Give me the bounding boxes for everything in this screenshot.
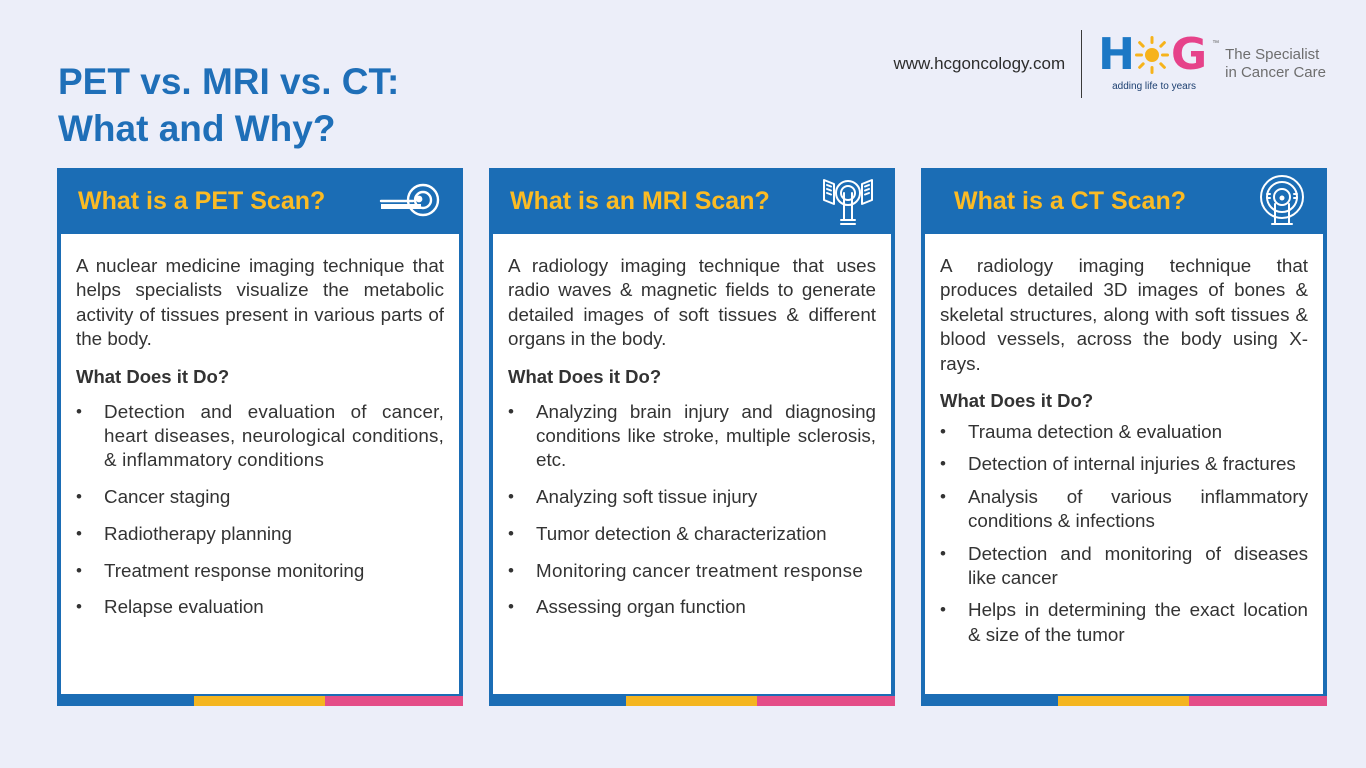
list-item: Detection of internal injuries & fractur… [940,452,1308,477]
mri-scanner-icon [821,176,875,226]
logo-letter-g: G [1170,29,1207,80]
card-header: What is an MRI Scan? [493,168,891,234]
list-item: Monitoring cancer treatment response [508,559,876,584]
card-color-bar [921,696,1327,706]
card-description: A radiology imaging technique that uses … [508,255,876,350]
card-title: What is a PET Scan? [78,186,326,215]
card-color-bar [489,696,895,706]
list-item: Radiotherapy planning [76,522,444,547]
list-item: Analysis of various inflammatory conditi… [940,485,1308,534]
list-item: Trauma detection & evaluation [940,420,1308,445]
logo-tagline: adding life to years [1112,81,1197,92]
card-header: What is a PET Scan? [61,168,459,234]
list-item: Analyzing brain injury and diagnosing co… [508,400,876,473]
pet-scanner-icon [377,179,443,223]
card-list: Detection and evaluation of cancer, hear… [76,400,444,620]
title-line-1: PET vs. MRI vs. CT: [58,61,400,102]
header-divider [1081,30,1083,98]
card-body: A radiology imaging technique that produ… [925,234,1323,694]
page-title: PET vs. MRI vs. CT: What and Why? [58,58,399,152]
card-description: A radiology imaging technique that produ… [940,255,1308,374]
list-item: Detection and evaluation of cancer, hear… [76,400,444,473]
logo-sun-icon [1134,36,1169,74]
card-list: Trauma detection & evaluation Detection … [940,420,1308,647]
card-description: A nuclear medicine imaging technique tha… [76,255,444,350]
list-item: Tumor detection & characterization [508,522,876,547]
list-item: Treatment response monitoring [76,559,444,584]
list-item: Assessing organ function [508,595,876,620]
card-subheading: What Does it Do? [940,390,1094,412]
card-list: Analyzing brain injury and diagnosing co… [508,400,876,620]
hcg-logo: H G adding life to yea [1098,30,1326,94]
logo-slogan: The Specialist in Cancer Care [1225,46,1326,81]
website-link[interactable]: www.hcgoncology.com [893,54,1066,73]
card-title: What is an MRI Scan? [510,186,770,215]
title-line-2: What and Why? [58,108,336,149]
logo-letter-h: H [1098,29,1135,80]
card-color-bar [57,696,463,706]
trademark-mark: ™ [1212,40,1220,47]
card-title: What is a CT Scan? [954,186,1186,215]
card-body: A nuclear medicine imaging technique tha… [61,234,459,694]
card-ct-scan: What is a CT Scan? A radiology imaging t… [921,168,1327,706]
list-item: Detection and monitoring of diseases lik… [940,542,1308,591]
card-body: A radiology imaging technique that uses … [493,234,891,694]
card-mri-scan: What is an MRI Scan? A radiology imaging… [489,168,895,706]
card-subheading: What Does it Do? [508,365,662,387]
card-subheading: What Does it Do? [76,365,230,387]
list-item: Helps in determining the exact location … [940,598,1308,647]
ct-scanner-icon [1257,174,1307,228]
list-item: Analyzing soft tissue injury [508,485,876,510]
card-header: What is a CT Scan? [925,168,1323,234]
card-pet-scan: What is a PET Scan? A nuclear medicine i… [57,168,463,706]
list-item: Relapse evaluation [76,595,444,620]
list-item: Cancer staging [76,485,444,510]
logo-mark: H G adding life to yea [1098,30,1210,94]
brand-header: www.hcgoncology.com H [893,30,1326,100]
